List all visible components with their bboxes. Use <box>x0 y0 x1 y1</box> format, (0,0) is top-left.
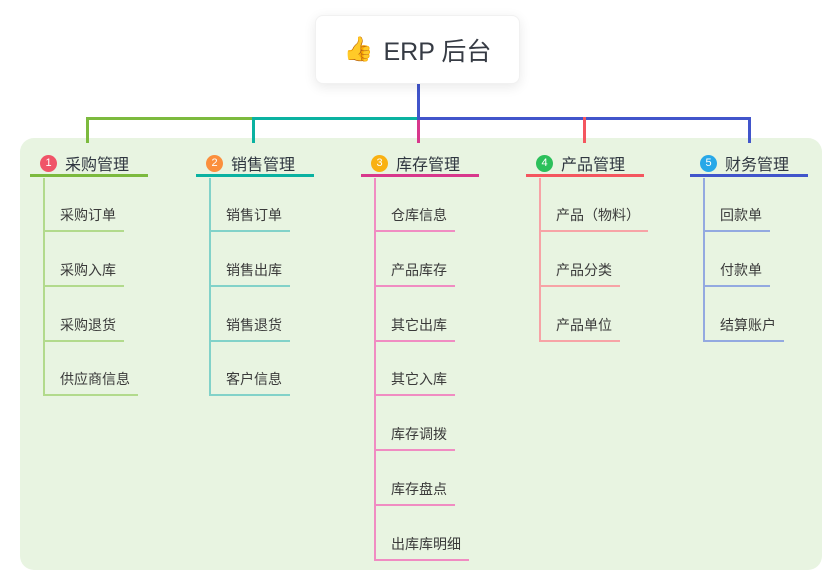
child-node[interactable]: 销售订单 <box>209 208 290 232</box>
connector-branch-drop <box>252 117 255 143</box>
child-node[interactable]: 产品库存 <box>374 263 455 287</box>
connector-bus-left <box>86 117 255 120</box>
branch-node-3[interactable]: 3 库存管理 <box>361 152 479 177</box>
child-node[interactable]: 结算账户 <box>703 318 784 342</box>
connector-bus-mid <box>252 117 420 120</box>
branch-number-badge: 5 <box>700 154 717 172</box>
branch-number-badge: 3 <box>371 154 388 172</box>
connector-branch-drop <box>86 117 89 143</box>
child-node[interactable]: 其它出库 <box>374 318 455 342</box>
branch-number-badge: 4 <box>536 154 553 172</box>
child-node[interactable]: 销售出库 <box>209 263 290 287</box>
branch-title-label: 产品管理 <box>561 157 626 174</box>
branch-node-2[interactable]: 2 销售管理 <box>196 152 314 177</box>
child-node[interactable]: 销售退货 <box>209 318 290 342</box>
branch-title-label: 财务管理 <box>725 157 790 174</box>
child-node[interactable]: 客户信息 <box>209 372 290 396</box>
connector-child-trunk <box>539 178 541 342</box>
child-node[interactable]: 产品单位 <box>539 318 620 342</box>
diagram-panel <box>20 138 822 570</box>
branch-node-4[interactable]: 4 产品管理 <box>526 152 644 177</box>
branch-title-label: 采购管理 <box>65 157 130 174</box>
root-node[interactable]: 👍 ERP 后台 <box>315 15 520 84</box>
connector-child-trunk <box>374 178 376 561</box>
child-node[interactable]: 供应商信息 <box>43 372 138 396</box>
child-node[interactable]: 采购订单 <box>43 208 124 232</box>
connector-branch-drop <box>583 117 586 143</box>
connector-branch-drop <box>417 120 420 143</box>
connector-root <box>417 82 420 120</box>
child-node[interactable]: 库存调拨 <box>374 427 455 451</box>
child-node[interactable]: 产品（物料） <box>539 208 648 232</box>
child-node[interactable]: 采购退货 <box>43 318 124 342</box>
child-node[interactable]: 采购入库 <box>43 263 124 287</box>
connector-child-trunk <box>209 178 211 396</box>
branch-title-label: 库存管理 <box>396 157 461 174</box>
root-node-label: ERP 后台 <box>383 37 492 66</box>
connector-child-trunk <box>703 178 705 342</box>
child-node[interactable]: 出库库明细 <box>374 537 469 561</box>
branch-title-label: 销售管理 <box>231 157 296 174</box>
child-node[interactable]: 库存盘点 <box>374 482 455 506</box>
branch-number-badge: 1 <box>40 154 57 172</box>
connector-branch-drop <box>748 117 751 143</box>
branch-node-1[interactable]: 1 采购管理 <box>30 152 148 177</box>
branch-node-5[interactable]: 5 财务管理 <box>690 152 808 177</box>
thumbs-up-icon: 👍 <box>343 35 374 63</box>
child-node[interactable]: 付款单 <box>703 263 770 287</box>
child-node[interactable]: 回款单 <box>703 208 770 232</box>
child-node[interactable]: 其它入库 <box>374 372 455 396</box>
branch-number-badge: 2 <box>206 154 223 172</box>
connector-child-trunk <box>43 178 45 396</box>
child-node[interactable]: 仓库信息 <box>374 208 455 232</box>
child-node[interactable]: 产品分类 <box>539 263 620 287</box>
